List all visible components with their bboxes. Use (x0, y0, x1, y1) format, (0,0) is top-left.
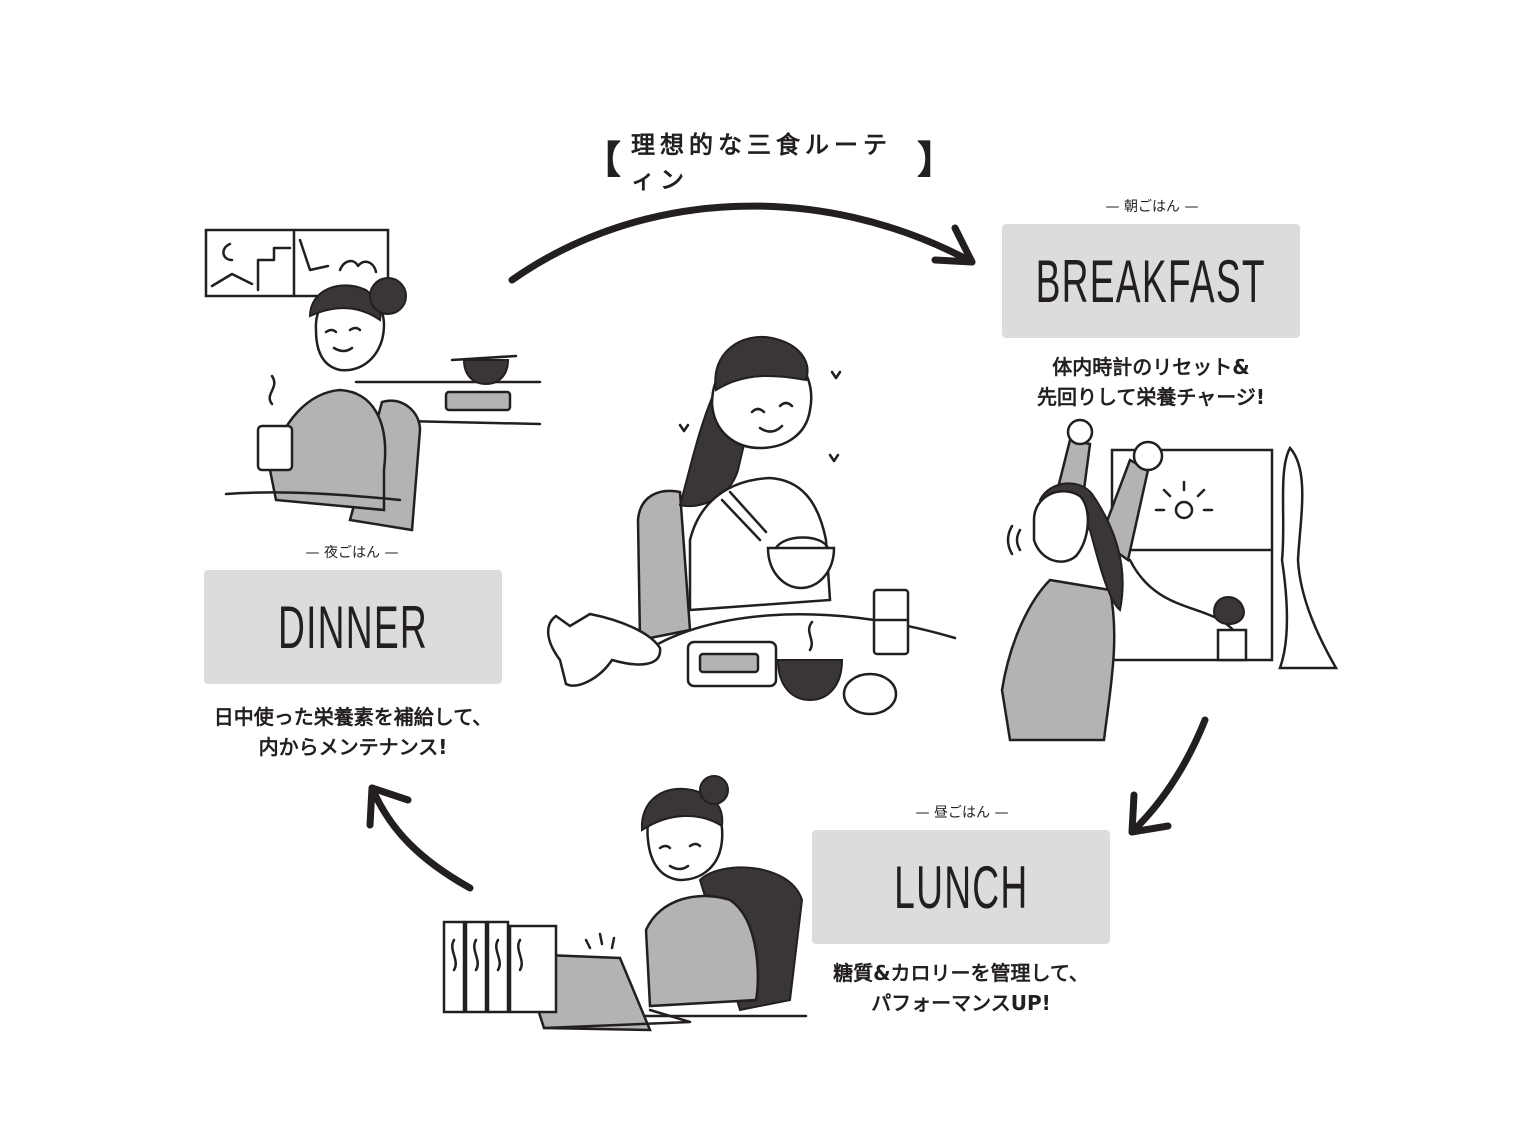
arrow-breakfast-to-lunch (1128, 716, 1209, 836)
lunch-laptop-illustration (442, 775, 808, 1032)
lunch-label: LUNCH (893, 853, 1029, 921)
lunch-desc-line2: パフォーマンスUP! (871, 991, 1051, 1015)
arrow-lunch-to-dinner (366, 784, 474, 892)
breakfast-description: 体内時計のリセット& 先回りして栄養チャージ! (1002, 352, 1300, 412)
dinner-label-box: DINNER (204, 570, 502, 684)
dinner-label: DINNER (277, 593, 429, 661)
lunch-subtitle: — 昼ごはん — (915, 805, 1009, 821)
dinner-tea-illustration (204, 228, 542, 532)
breakfast-subtitle: — 朝ごはん — (1105, 199, 1199, 215)
dinner-desc-line1: 日中使った栄養素を補給して、 (213, 705, 493, 729)
breakfast-desc-line2: 先回りして栄養チャージ! (1037, 385, 1265, 409)
woman-eating-illustration (547, 336, 957, 716)
lunch-label-box: LUNCH (812, 830, 1110, 944)
dinner-subtitle: — 夜ごはん — (305, 545, 399, 561)
title-bracket-right: 】 (916, 138, 955, 182)
title-text: 理想的な三食ルーティン (631, 131, 893, 194)
dinner-desc-line2: 内からメンテナンス! (258, 735, 448, 759)
dinner-description: 日中使った栄養素を補給して、 内からメンテナンス! (180, 702, 526, 762)
arrow-dinner-to-breakfast (508, 202, 976, 284)
lunch-desc-line1: 糖質&カロリーを管理して、 (833, 961, 1089, 985)
breakfast-label-box: BREAKFAST (1002, 224, 1300, 338)
breakfast-stretch-illustration (1000, 418, 1339, 742)
breakfast-label: BREAKFAST (1035, 247, 1267, 315)
breakfast-desc-line1: 体内時計のリセット& (1052, 355, 1250, 379)
page-title: 【 理想的な三食ルーティン 】 (583, 131, 955, 194)
title-bracket-left: 【 (583, 138, 622, 182)
lunch-description: 糖質&カロリーを管理して、 パフォーマンスUP! (790, 958, 1132, 1018)
